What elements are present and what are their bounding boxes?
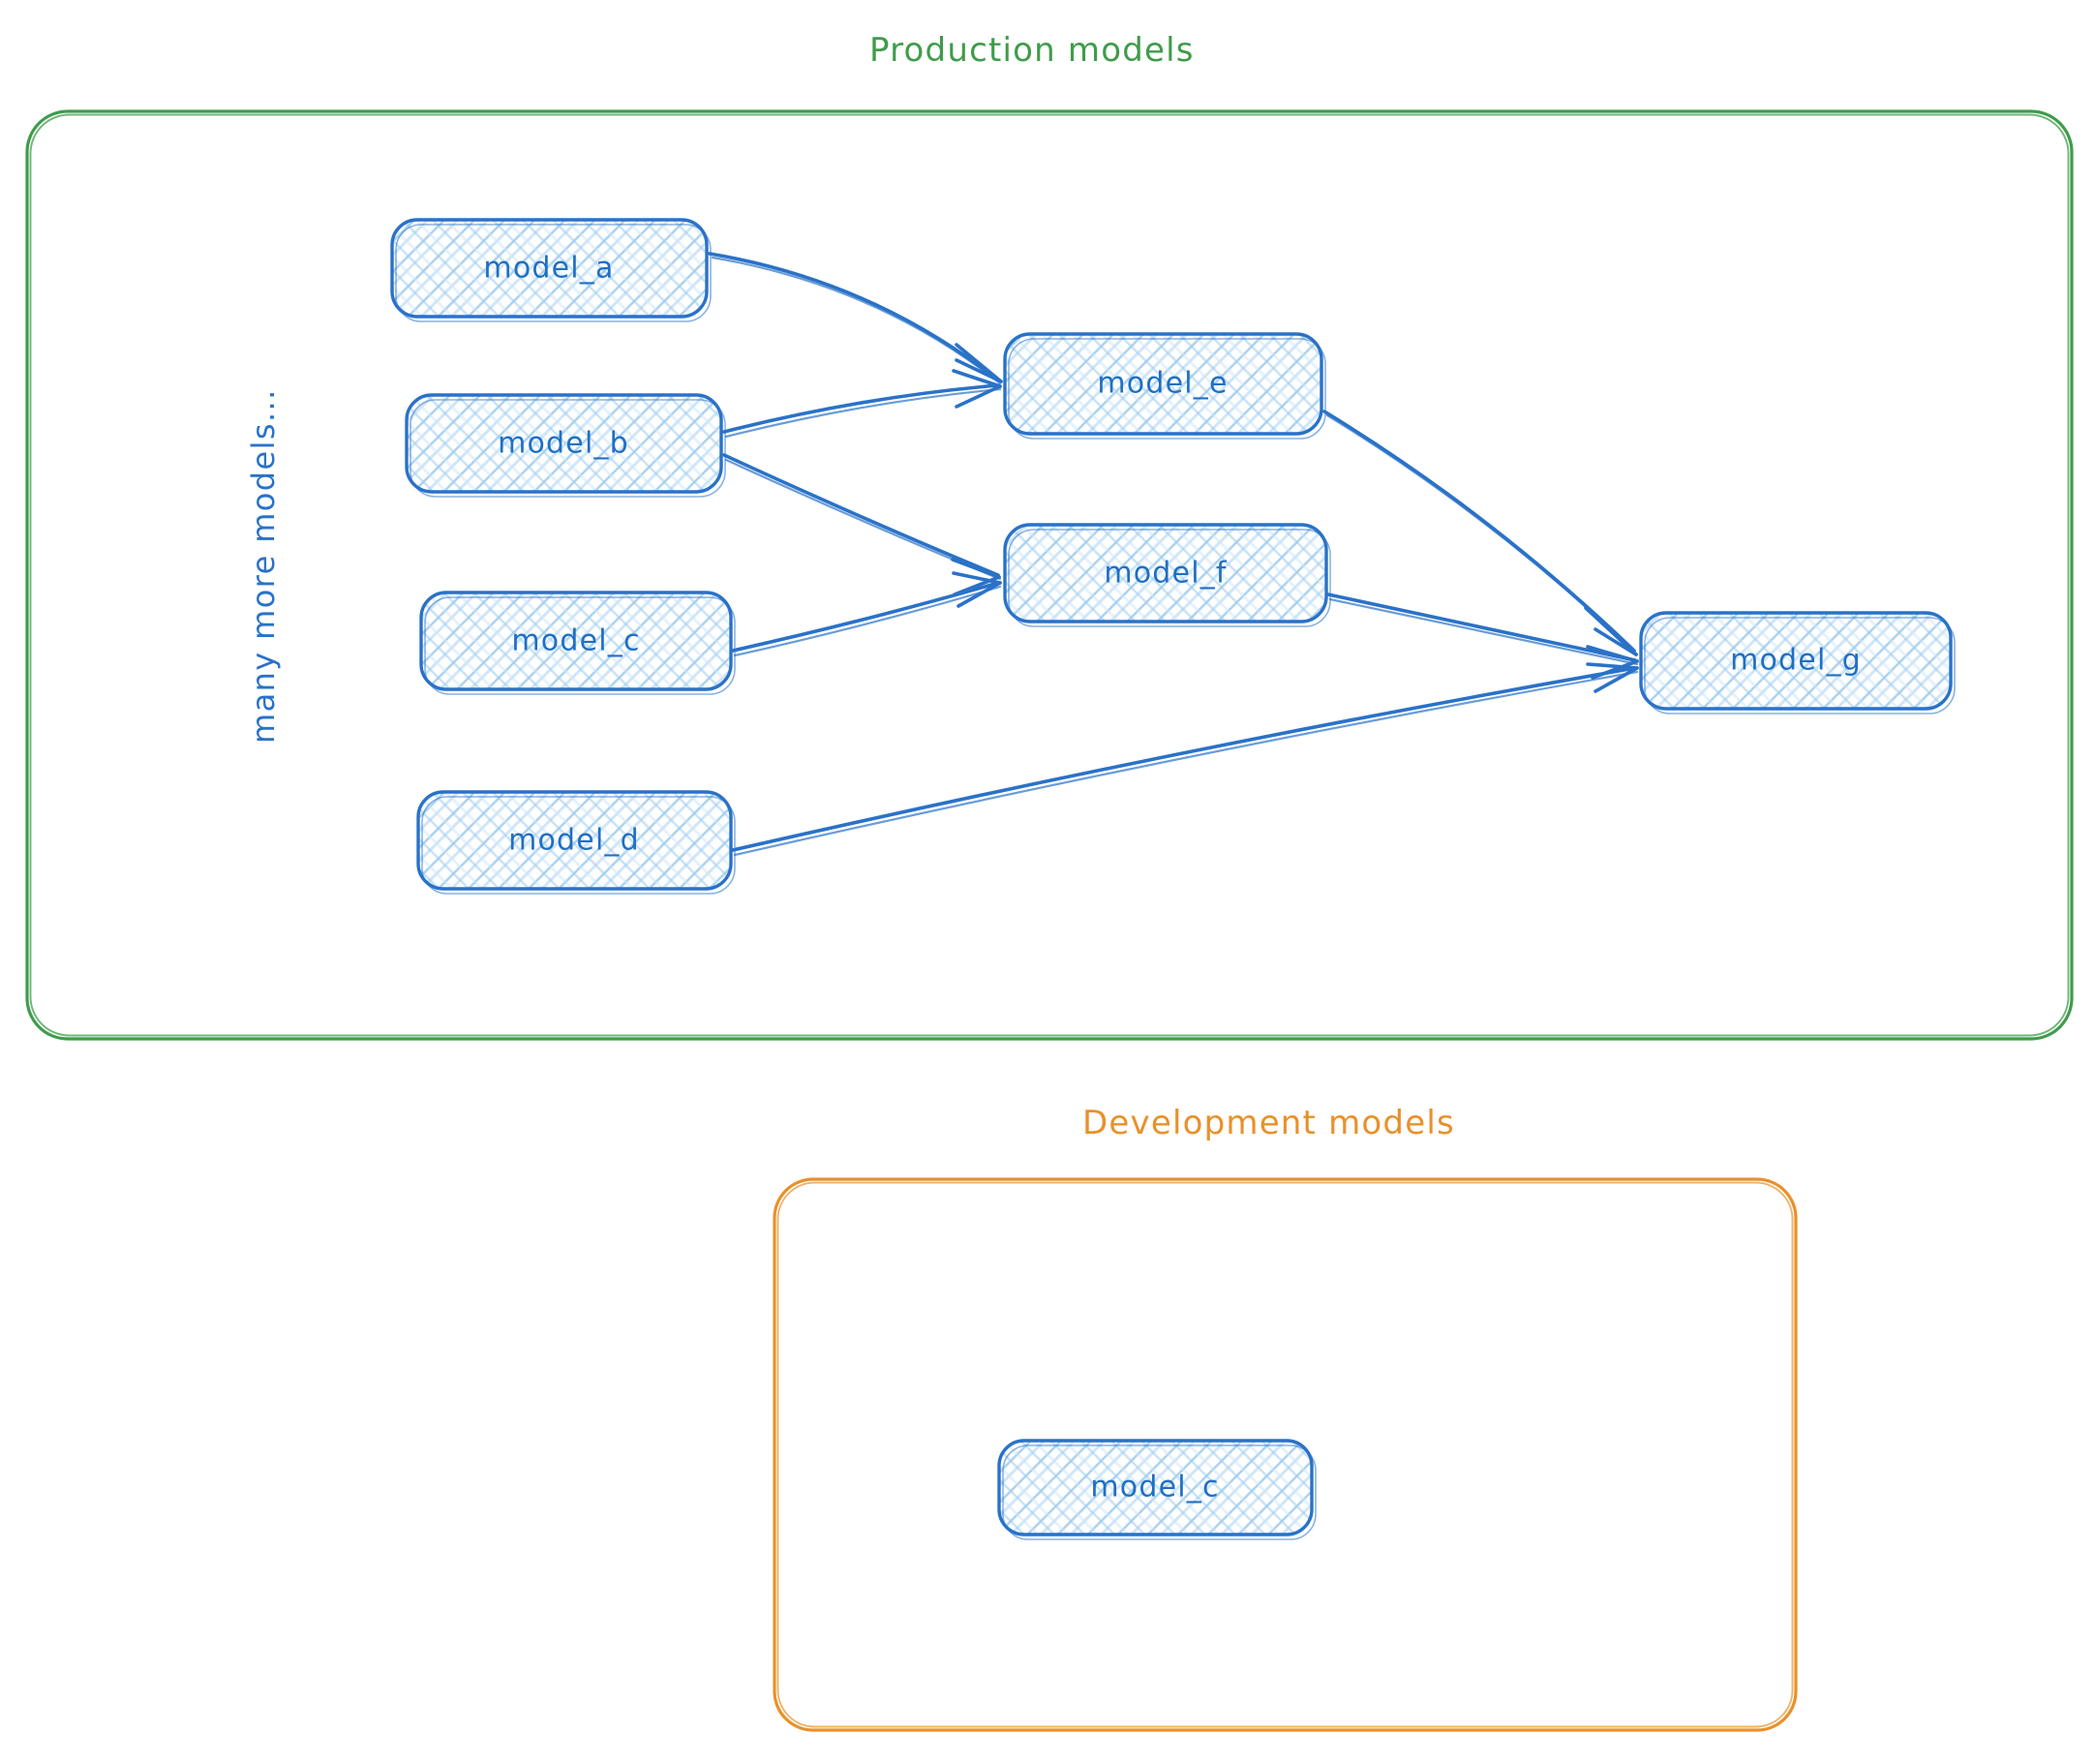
side-label-many-more-models: many more models... [245, 388, 282, 744]
node-model_c-production[interactable] [419, 591, 736, 695]
edge-model_d-model_g [731, 662, 1639, 857]
node-model_a[interactable] [390, 218, 712, 322]
group-title-production: Production models [869, 31, 1195, 70]
group-production-box [25, 109, 2074, 1041]
edge-model_b-model_e [722, 369, 1002, 439]
node-model_d[interactable] [416, 790, 736, 895]
group-development-box [773, 1177, 1798, 1732]
group-title-development: Development models [1082, 1104, 1455, 1142]
node-model_e[interactable] [1003, 332, 1326, 440]
edge-model_e-model_g [1322, 410, 1639, 656]
edge-model_a-model_e [708, 252, 1003, 385]
edge-model_c_prod-model_f [731, 571, 1002, 657]
edge-model_f-model_g [1326, 593, 1639, 680]
node-model_f[interactable] [1003, 523, 1331, 627]
edge-layer [708, 252, 1639, 857]
node-model_g[interactable] [1639, 611, 1956, 715]
node-model_c-development[interactable] [997, 1439, 1317, 1540]
node-model_b[interactable] [405, 393, 726, 498]
